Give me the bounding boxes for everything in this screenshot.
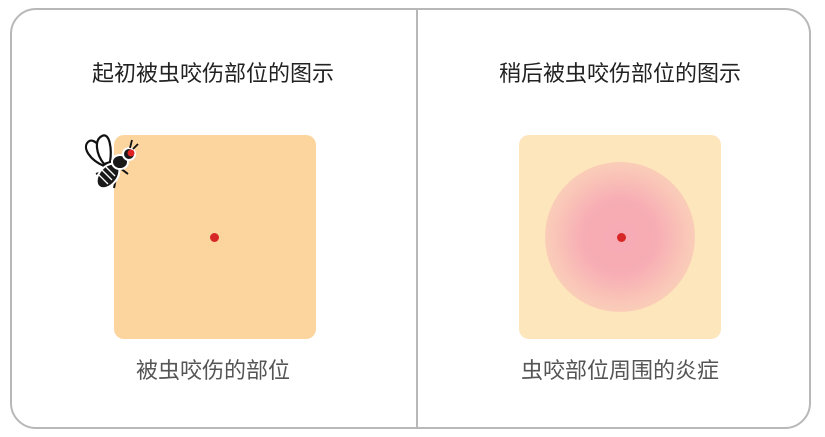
insect-icon <box>84 134 139 190</box>
right-panel-caption: 虫咬部位周围的炎症 <box>520 359 719 384</box>
initial-bite-mark <box>210 233 219 242</box>
later-bite-mark <box>617 233 626 242</box>
left-panel-caption: 被虫咬伤的部位 <box>135 359 290 384</box>
diagram-frame <box>10 8 811 429</box>
right-panel-title: 稍后被虫咬伤部位的图示 <box>498 62 741 87</box>
panel-divider <box>416 8 418 429</box>
left-panel-title: 起初被虫咬伤部位的图示 <box>91 62 334 87</box>
